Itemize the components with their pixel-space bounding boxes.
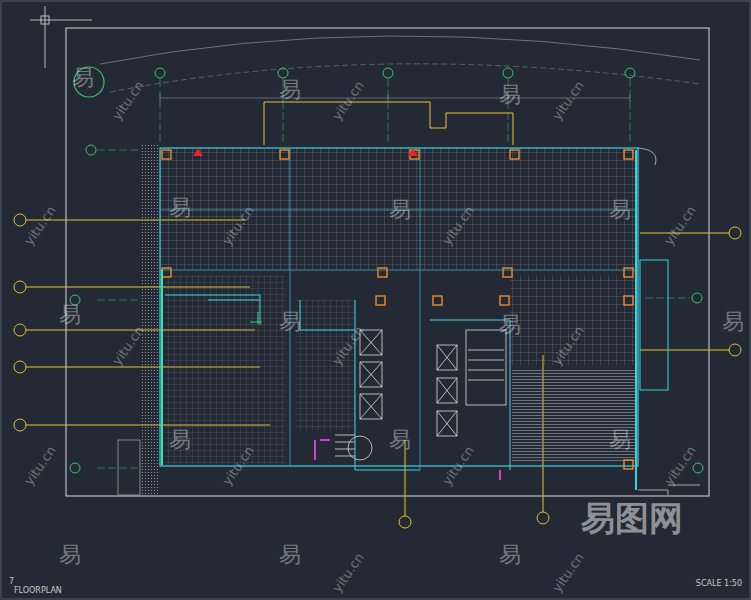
watermark-url: yitu.cn <box>440 443 476 487</box>
watermark-char: 易 <box>389 429 411 451</box>
watermark-char: 易 <box>169 197 191 219</box>
watermark-url: yitu.cn <box>662 203 698 247</box>
watermark-url: yitu.cn <box>220 443 256 487</box>
watermark-char: 易 <box>722 311 744 333</box>
watermark-char: 易 <box>499 544 521 566</box>
watermark-char: 易 <box>499 84 521 106</box>
watermark-char: 易 <box>279 79 301 101</box>
watermark-char: 易 <box>389 199 411 221</box>
sheet-number: 7 <box>9 578 14 586</box>
scale-note: SCALE 1:50 <box>696 580 742 588</box>
watermark-char: 易 <box>59 544 81 566</box>
watermark-char: 易 <box>499 314 521 336</box>
watermark-char: 易 <box>279 544 301 566</box>
watermark-url: yitu.cn <box>220 203 256 247</box>
watermark-url: yitu.cn <box>22 203 58 247</box>
watermark-url: yitu.cn <box>440 203 476 247</box>
drawing-title: FLOORPLAN <box>14 587 62 595</box>
watermark-url: yitu.cn <box>330 323 366 367</box>
watermark-url: yitu.cn <box>22 443 58 487</box>
watermark-url: yitu.cn <box>330 78 366 122</box>
watermark-url: yitu.cn <box>550 550 586 594</box>
watermark-url: yitu.cn <box>110 323 146 367</box>
watermark-char: 易 <box>609 429 631 451</box>
watermark-url: yitu.cn <box>550 323 586 367</box>
watermark-char: 易 <box>72 67 94 89</box>
watermark-char: 易 <box>59 304 81 326</box>
watermark-url: yitu.cn <box>662 443 698 487</box>
watermark-char: 易 <box>279 311 301 333</box>
watermark-url: yitu.cn <box>330 550 366 594</box>
watermark-char: 易 <box>169 429 191 451</box>
watermark-url: yitu.cn <box>550 78 586 122</box>
watermark-url: yitu.cn <box>110 78 146 122</box>
watermark-logo: 易图网 <box>581 501 683 535</box>
watermark-char: 易 <box>609 199 631 221</box>
